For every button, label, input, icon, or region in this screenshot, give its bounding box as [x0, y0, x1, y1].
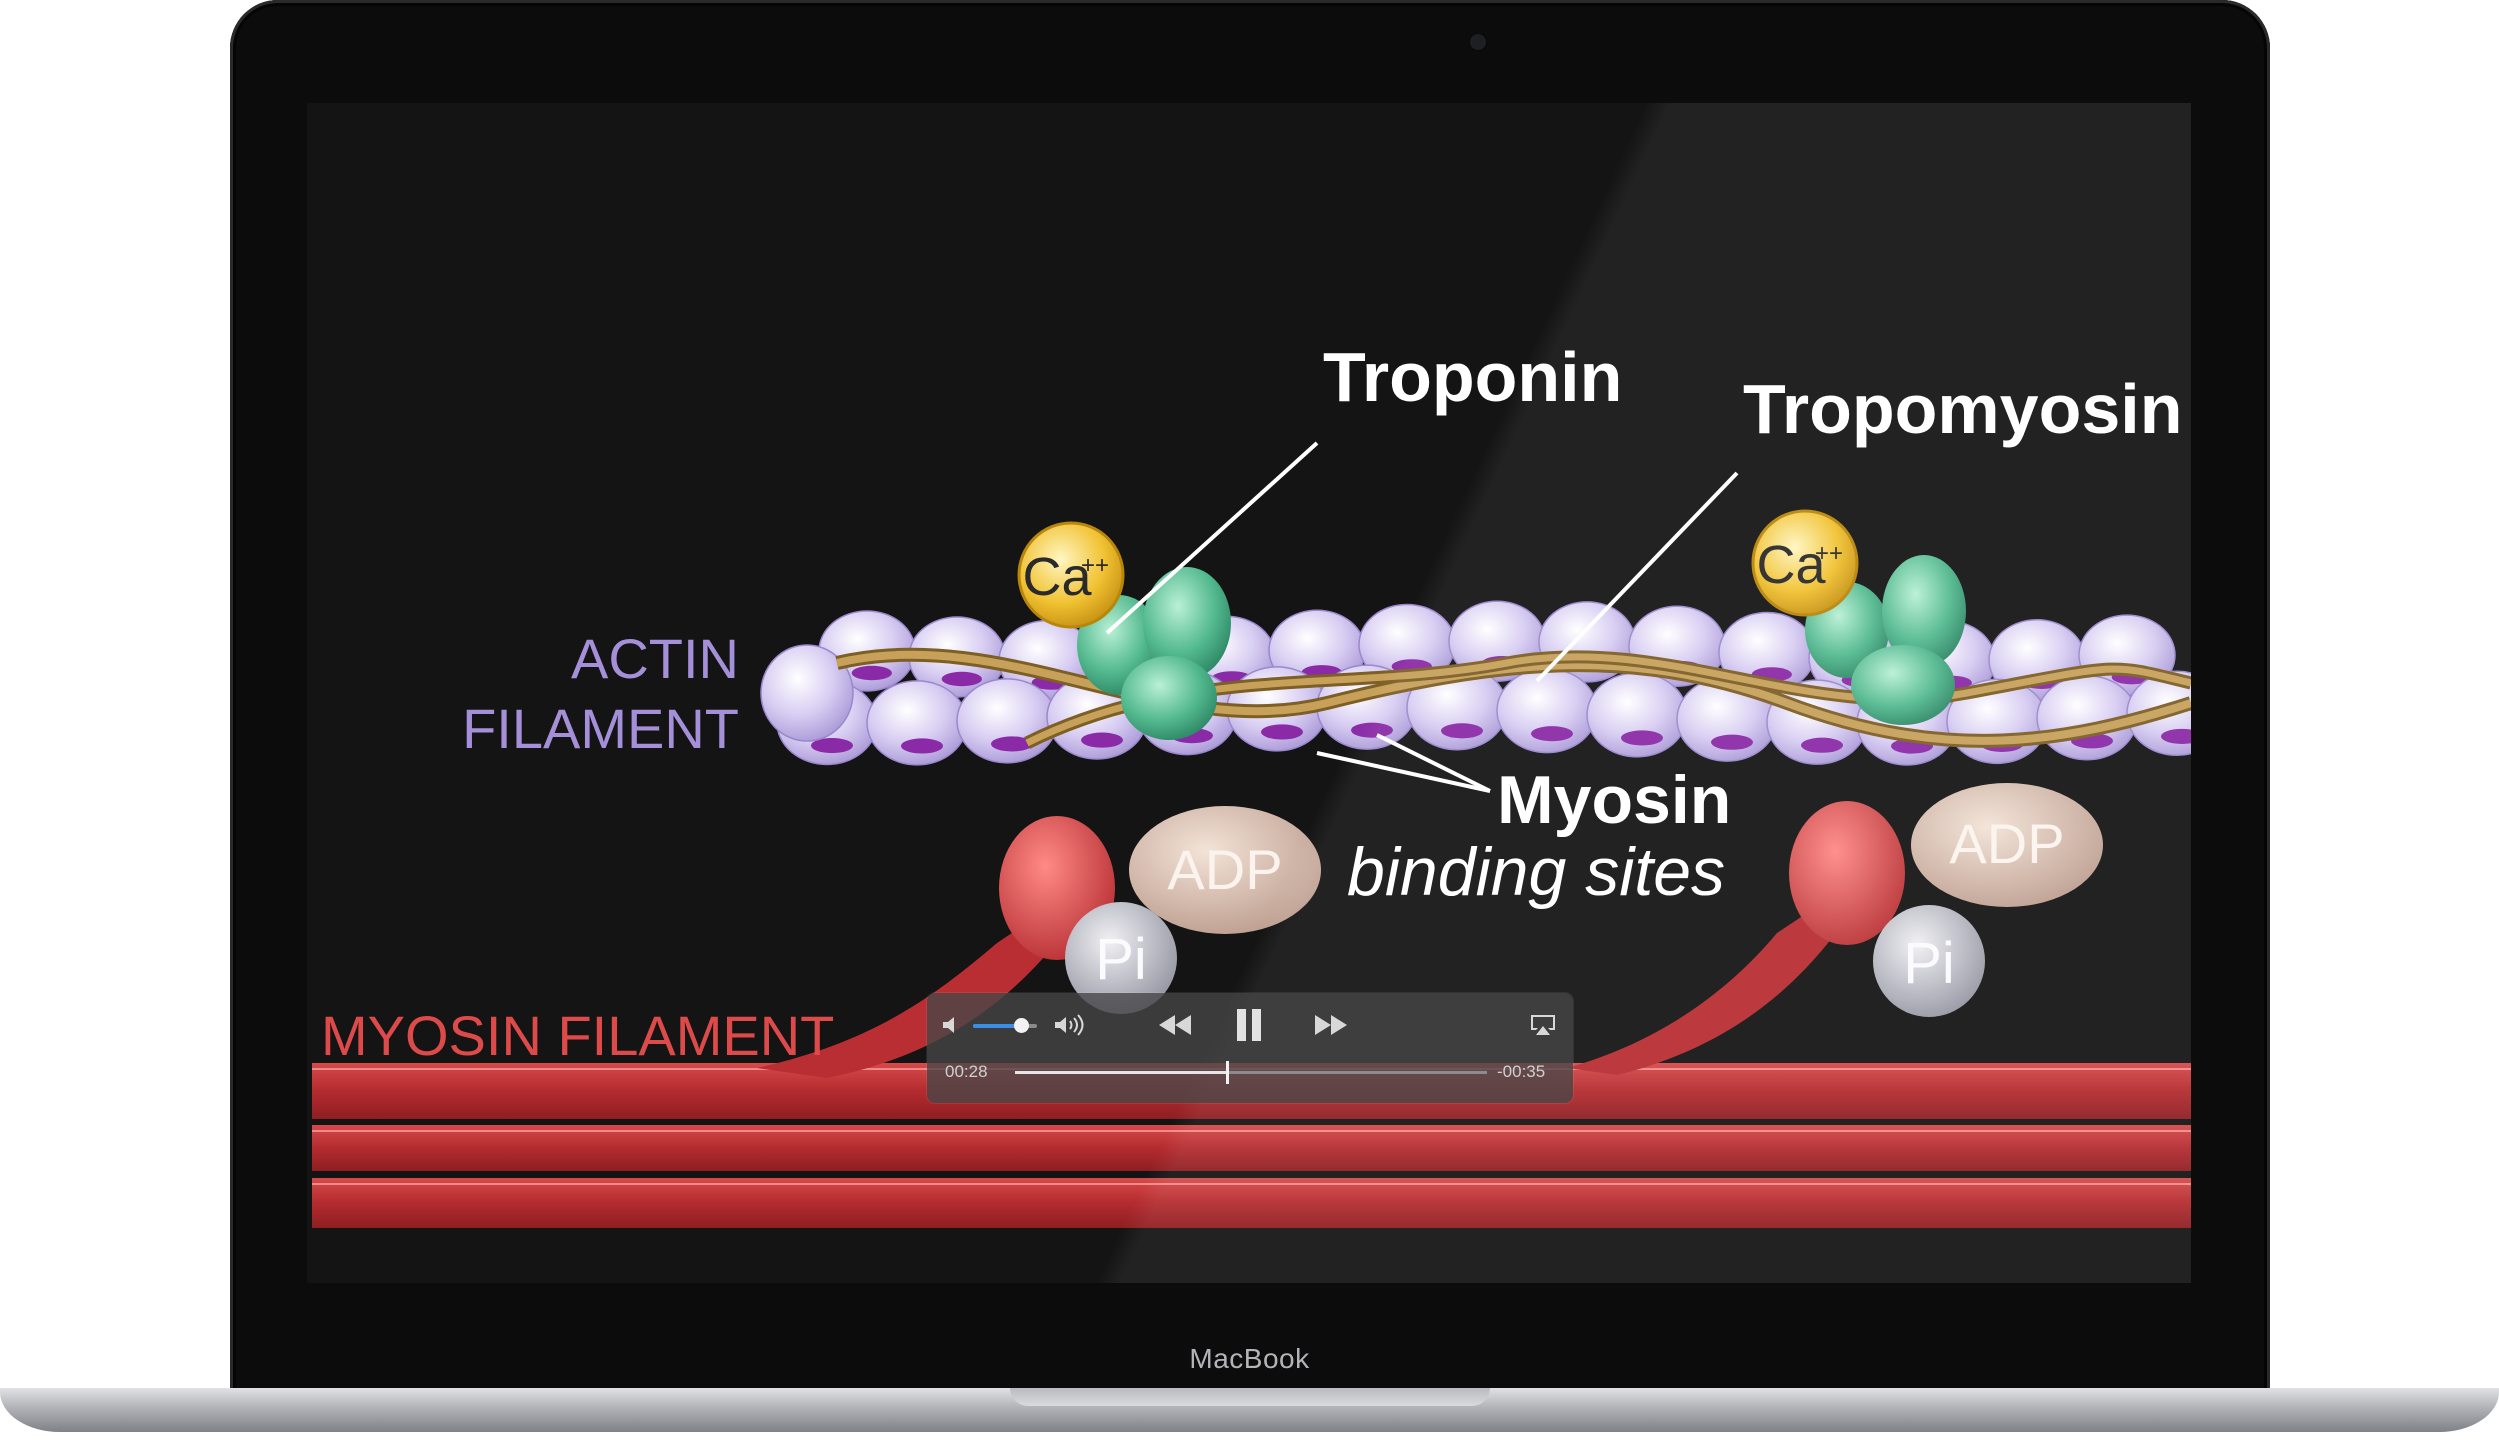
myosin-sites-label-line1: Myosin [1497, 762, 1731, 838]
svg-text:ADP: ADP [1949, 812, 2064, 875]
calcium-ion: Ca ++ [1017, 521, 1125, 629]
myosin-binding-site [851, 665, 892, 681]
myosin-binding-site [901, 738, 943, 754]
calcium-ion: Ca ++ [1751, 509, 1859, 617]
laptop-hinge-notch [1010, 1388, 1490, 1406]
fast-forward-icon[interactable] [1311, 1011, 1351, 1039]
timeline-playhead[interactable] [1226, 1061, 1230, 1084]
adp-molecule: ADP [1911, 783, 2103, 907]
myosin-binding-site [1531, 726, 1573, 742]
timeline-progress [1015, 1071, 1228, 1074]
svg-text:ADP: ADP [1167, 838, 1282, 901]
myosin-head [1789, 801, 1905, 945]
myosin-sites-label-line2: binding sites [1347, 834, 1725, 910]
actin-monomer [760, 644, 854, 742]
svg-text:Ca: Ca [1022, 547, 1092, 607]
myosin-binding-site [1621, 730, 1663, 746]
myosin-filament-label: MYOSIN FILAMENT [321, 1004, 834, 1067]
adp-molecule: ADP [1129, 806, 1321, 934]
myosin-binding-site [1441, 723, 1483, 739]
timeline-scrubber[interactable] [1015, 1061, 1487, 1084]
leader-lines [1105, 441, 1739, 793]
volume-level [973, 1024, 1021, 1028]
airplay-icon[interactable] [1529, 1013, 1557, 1037]
device-label: MacBook [1189, 1343, 1310, 1374]
camera-icon [1470, 34, 1486, 50]
actin-label-line1: ACTIN [571, 627, 739, 690]
volume-knob[interactable] [1014, 1018, 1029, 1033]
myosin-binding-site [1351, 722, 1393, 738]
myosin-binding-site [991, 736, 1033, 752]
screen: ADP Pi ADP Pi [307, 103, 2191, 1283]
muscle-diagram: ADP Pi ADP Pi [312, 338, 2191, 1228]
pi-molecule: Pi [1873, 905, 1985, 1017]
pause-icon[interactable] [1233, 1007, 1265, 1043]
tropomyosin-strand [835, 647, 2191, 749]
myosin-filament [312, 913, 2191, 1228]
myosin-binding-site [1801, 737, 1843, 753]
myosin-binding-site [1261, 724, 1303, 740]
actin-label-line2: FILAMENT [462, 697, 739, 760]
player-controls[interactable]: 00:28 -00:35 [927, 993, 1573, 1103]
speaker-high-icon[interactable] [1053, 1013, 1085, 1037]
speaker-low-icon[interactable] [941, 1015, 963, 1035]
svg-text:Pi: Pi [1903, 931, 1955, 996]
rewind-icon[interactable] [1155, 1011, 1195, 1039]
svg-text:++: ++ [1815, 540, 1843, 567]
myosin-binding-site [1711, 734, 1753, 750]
troponin-label: Troponin [1323, 338, 1622, 416]
pi-molecule: Pi [1065, 902, 1177, 1014]
volume-slider[interactable] [973, 1018, 1037, 1033]
svg-text:Pi: Pi [1095, 927, 1147, 992]
myosin-binding-site [941, 671, 982, 687]
svg-text:Ca: Ca [1756, 535, 1826, 595]
svg-text:++: ++ [1081, 552, 1109, 579]
tropomyosin-label: Tropomyosin [1743, 370, 2182, 448]
elapsed-time: 00:28 [945, 1062, 988, 1081]
video-frame[interactable]: ADP Pi ADP Pi [307, 103, 2191, 1283]
myosin-binding-site [1081, 732, 1123, 748]
troponin-complex [1805, 555, 1966, 725]
myosin-binding-site [2161, 728, 2191, 744]
remaining-time: -00:35 [1497, 1062, 1546, 1081]
myosin-binding-site [811, 737, 853, 754]
